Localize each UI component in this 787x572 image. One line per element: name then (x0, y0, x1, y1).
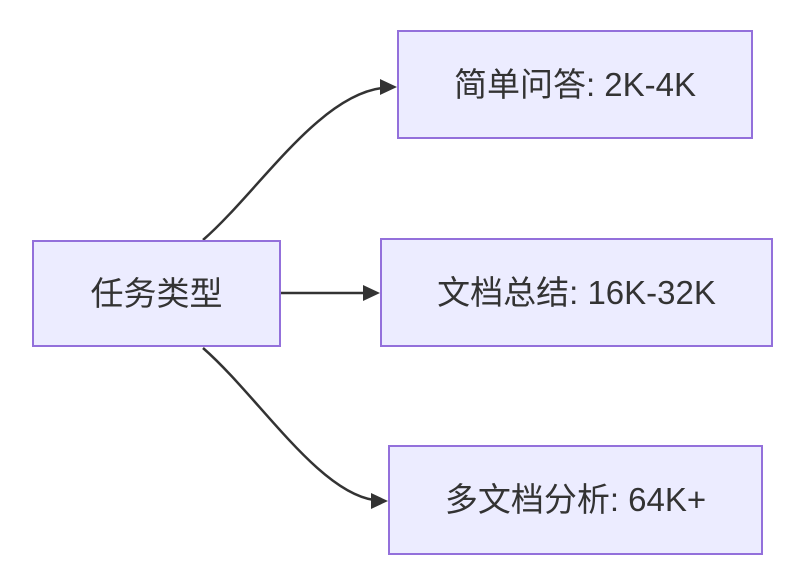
node-doc-summary-label: 文档总结: 16K-32K (437, 273, 716, 311)
arrowhead-doc-summary-icon (363, 285, 380, 301)
node-multi-doc: 多文档分析: 64K+ (388, 445, 763, 555)
node-doc-summary: 文档总结: 16K-32K (380, 238, 773, 347)
arrowhead-simple-qa-icon (380, 79, 397, 95)
edge-source-to-simple-qa (202, 86, 383, 241)
edge-source-to-multi-doc (202, 347, 375, 502)
node-task-type-label: 任务类型 (90, 274, 223, 312)
node-simple-qa-label: 简单问答: 2K-4K (453, 65, 697, 103)
node-simple-qa: 简单问答: 2K-4K (397, 30, 753, 139)
node-task-type: 任务类型 (32, 240, 281, 347)
arrowhead-multi-doc-icon (371, 493, 388, 509)
node-multi-doc-label: 多文档分析: 64K+ (444, 481, 707, 519)
